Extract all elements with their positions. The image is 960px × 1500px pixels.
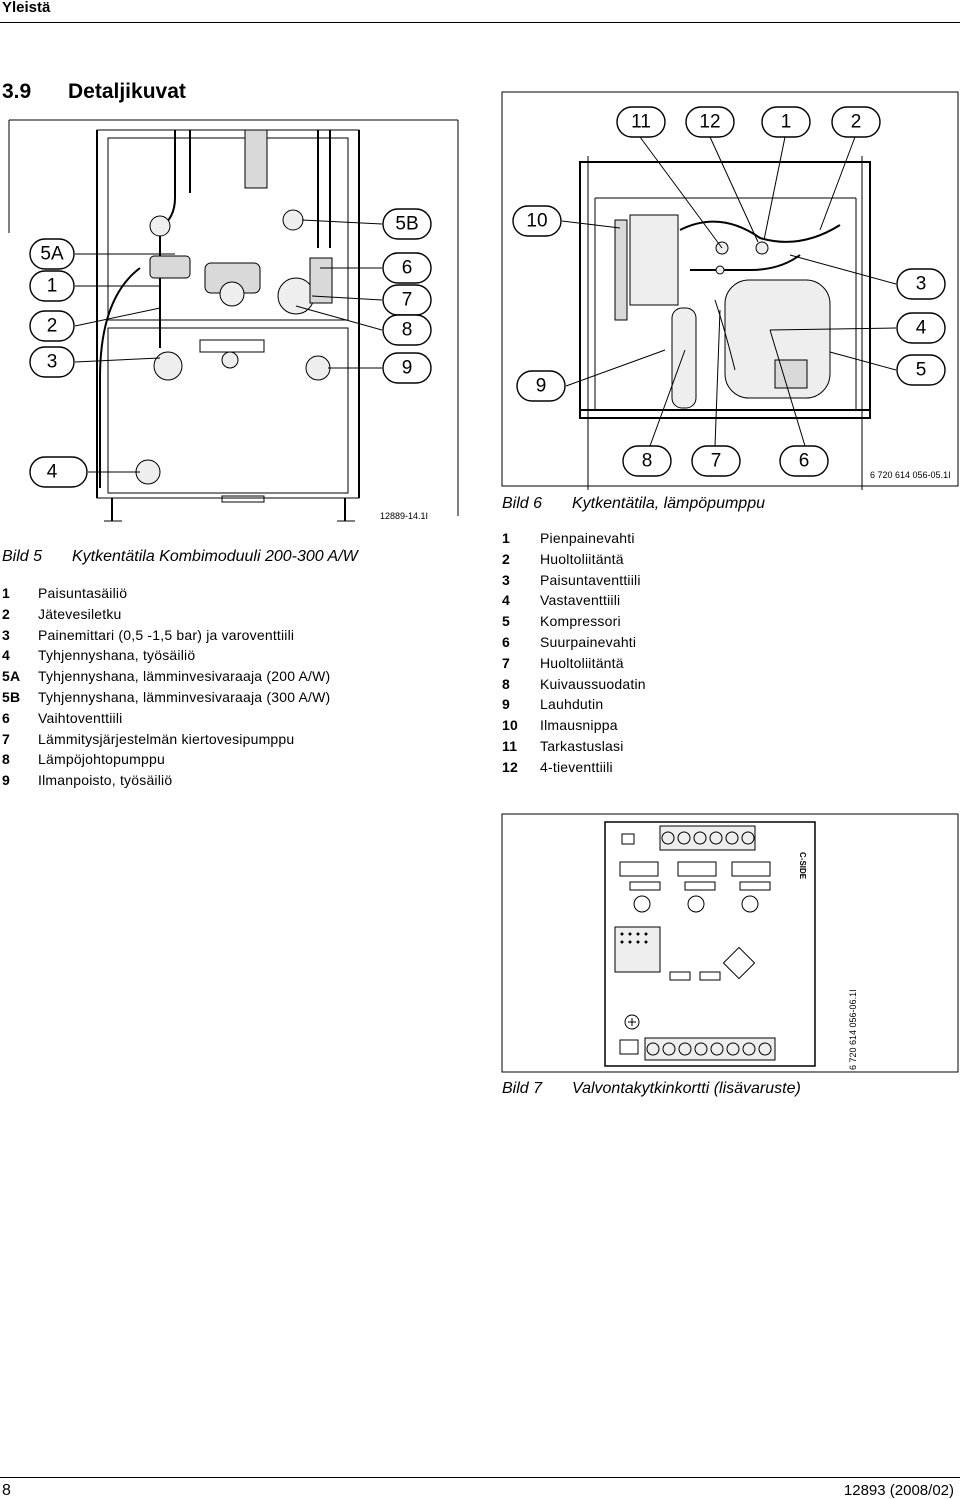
fig6-callout-9: 9	[516, 370, 566, 402]
fig5-callout-5a: 5A	[29, 238, 75, 270]
header-title: Yleistä	[2, 0, 51, 16]
svg-text:12: 12	[699, 112, 720, 133]
svg-text:3: 3	[47, 352, 58, 373]
section-number: 3.9	[2, 80, 32, 103]
svg-text:4: 4	[916, 318, 927, 339]
fig6-callout-6: 6	[779, 445, 829, 477]
figure-5-caption: Bild 5 Kytkentätila Kombimoduuli 200-300 …	[2, 548, 358, 566]
section-title: Detaljikuvat	[68, 80, 186, 103]
svg-text:8: 8	[642, 451, 653, 472]
svg-text:4: 4	[47, 462, 58, 483]
svg-text:1: 1	[781, 112, 792, 133]
fig7-id: 6 720 614 056-06.1I	[848, 989, 858, 1070]
svg-text:6: 6	[402, 258, 413, 279]
section-heading: 3.9 Detaljikuvat	[2, 80, 186, 104]
fig5-caption-label: Bild 5	[2, 548, 43, 565]
svg-text:2: 2	[851, 112, 862, 133]
svg-text:8: 8	[402, 320, 413, 341]
fig6-callout-12: 12	[685, 106, 735, 138]
fig6-callout-8: 8	[622, 445, 672, 477]
fig5-callout-1: 1	[29, 270, 75, 302]
figure-6-drawing: 11 12 1 2 10 3 4 5 9 8 7 6 6 720 614 056…	[500, 90, 960, 490]
fig5-callout-8: 8	[382, 314, 432, 346]
svg-text:5A: 5A	[40, 244, 64, 265]
fig5-callout-3: 3	[29, 346, 75, 378]
fig7-caption-text: Valvontakytkinkortti (lisävaruste)	[572, 1080, 801, 1097]
svg-text:2: 2	[47, 316, 58, 337]
fig6-callout-7: 7	[691, 445, 741, 477]
svg-text:6: 6	[799, 451, 810, 472]
svg-text:11: 11	[631, 112, 651, 133]
fig6-id: 6 720 614 056-05.1I	[870, 470, 951, 480]
figure-6-caption: Bild 6 Kytkentätila, lämpöpumppu	[502, 495, 765, 513]
page-number: 8	[2, 1482, 11, 1499]
svg-text:9: 9	[536, 376, 547, 397]
fig6-callout-5: 5	[896, 354, 946, 386]
svg-text:5B: 5B	[395, 214, 418, 235]
page-header: Yleistä	[0, 0, 960, 23]
fig6-callout-1: 1	[761, 106, 811, 138]
fig6-caption-label: Bild 6	[502, 495, 543, 512]
fig6-callout-10: 10	[512, 205, 562, 237]
svg-text:1: 1	[47, 276, 58, 297]
svg-text:9: 9	[402, 358, 413, 379]
fig7-caption-label: Bild 7	[502, 1080, 543, 1097]
board-label: C-SIDE	[798, 852, 807, 880]
svg-text:7: 7	[711, 451, 722, 472]
fig6-callout-11: 11	[616, 106, 666, 138]
fig5-callout-9: 9	[382, 352, 432, 384]
svg-text:5: 5	[916, 360, 927, 381]
svg-text:3: 3	[916, 274, 927, 295]
fig5-callout-6: 6	[382, 252, 432, 284]
fig6-callout-2: 2	[831, 106, 881, 138]
figure-7-caption: Bild 7 Valvontakytkinkortti (lisävaruste)	[502, 1080, 801, 1098]
fig6-callout-3: 3	[896, 268, 946, 300]
fig5-callout-4: 4	[29, 456, 88, 488]
figure-5-drawing: 5A 1 2 3 4 5B 6 7 8 9 12889-14.1I	[0, 118, 462, 528]
fig5-callout-5b: 5B	[382, 208, 432, 240]
figure-7-drawing: C-SIDE 6 720 614 056-06.1I	[500, 812, 960, 1074]
fig6-callout-4: 4	[896, 312, 946, 344]
fig5-id: 12889-14.1I	[380, 511, 428, 521]
svg-text:10: 10	[526, 211, 547, 232]
document-code: 12893 (2008/02)	[843, 1482, 954, 1499]
fig5-callout-2: 2	[29, 310, 75, 342]
fig6-caption-text: Kytkentätila, lämpöpumppu	[572, 495, 765, 512]
fig5-caption-text: Kytkentätila Kombimoduuli 200-300 A/W	[72, 548, 358, 565]
fig5-callout-7: 7	[382, 284, 432, 316]
svg-text:7: 7	[402, 290, 413, 311]
footer-rule	[0, 1477, 960, 1478]
